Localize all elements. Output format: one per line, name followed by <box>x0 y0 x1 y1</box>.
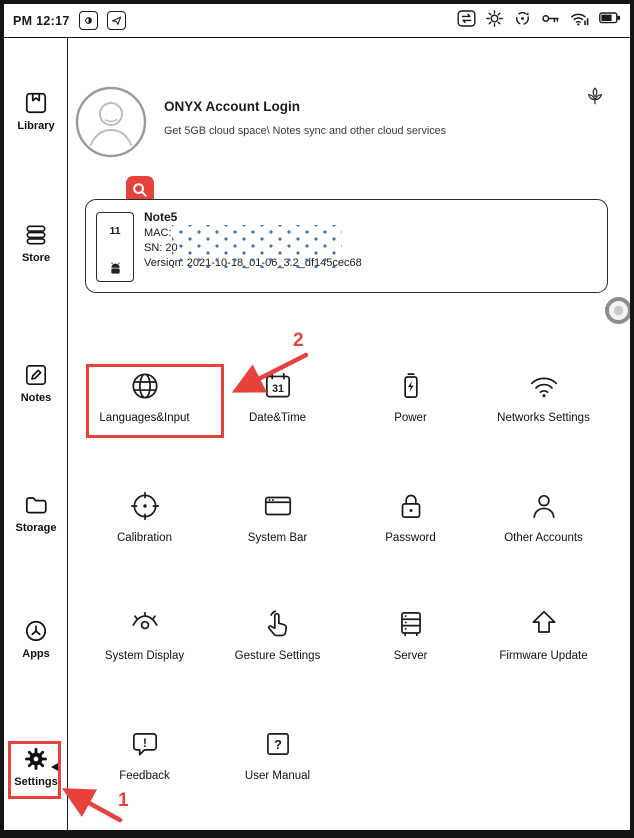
device-details: Note5 MAC: SN: 20 Version: 2021-10-18_01… <box>144 209 362 271</box>
device-thumbnail: 11 <box>96 212 134 282</box>
settings-active-indicator <box>51 762 60 772</box>
wifi-icon <box>530 377 557 398</box>
calibration-target-icon <box>130 491 159 521</box>
auto-refresh-icon <box>513 9 532 33</box>
account-subtitle: Get 5GB cloud space\ Notes sync and othe… <box>164 125 447 137</box>
annotation-arrow-1 <box>61 788 123 823</box>
grid-item-power[interactable]: Power <box>344 369 477 424</box>
grid-item-other-accounts[interactable]: Other Accounts <box>477 489 610 544</box>
grid-item-password[interactable]: Password <box>344 489 477 544</box>
device-sn: SN: 20 <box>144 242 178 254</box>
floating-nav-ball[interactable] <box>605 297 630 324</box>
grid-item-label: User Manual <box>244 770 311 782</box>
svg-text:!: ! <box>143 737 147 750</box>
grid-item-date-time[interactable]: 31 Date&Time <box>211 369 344 424</box>
grid-row-1: Languages&Input 31 Date&Time Power Netw <box>78 369 610 424</box>
annotation-step-1: 1 <box>118 790 129 811</box>
grid-item-networks-settings[interactable]: Networks Settings <box>477 369 610 424</box>
paper-plane-icon <box>111 16 121 25</box>
grid-item-label: Languages&Input <box>99 412 190 424</box>
sidebar-item-apps[interactable]: Apps <box>4 618 68 660</box>
grid-item-label: Power <box>394 412 427 424</box>
plant-icon <box>587 87 603 105</box>
sidebar-item-label: Settings <box>14 776 58 788</box>
calendar-icon: 31 <box>265 372 290 398</box>
grid-item-label: Feedback <box>119 770 170 782</box>
grid-item-label: Other Accounts <box>504 532 583 544</box>
grid-item-user-manual[interactable]: ? User Manual <box>211 727 344 782</box>
feedback-bubble-icon: ! <box>132 733 157 756</box>
grid-item-label: Firmware Update <box>499 650 588 662</box>
manual-question-icon: ? <box>266 733 289 755</box>
gesture-hand-icon <box>267 610 287 637</box>
arrow-up-icon <box>532 610 555 633</box>
svg-text:?: ? <box>274 737 282 752</box>
lock-icon <box>401 494 420 519</box>
library-icon <box>25 92 47 114</box>
refresh-mode-button[interactable] <box>78 11 98 30</box>
sidebar-item-store[interactable]: Store <box>4 222 68 264</box>
device-version: Version: 2021-10-18_01-06_3.2_df145cec68 <box>144 257 362 269</box>
grid-item-label: System Display <box>104 650 185 662</box>
sidebar-item-notes[interactable]: Notes <box>4 362 68 404</box>
grid-item-label: System Bar <box>247 532 308 544</box>
grid-item-label: Server <box>393 650 428 662</box>
navigation-ball-button[interactable] <box>106 11 126 30</box>
grid-item-server[interactable]: Server <box>344 607 477 662</box>
device-info-card[interactable]: 11 Note5 MAC: SN: 20 Version: 2021-10-18… <box>85 199 608 293</box>
sidebar-item-label: Notes <box>20 392 52 404</box>
grid-item-label: Calibration <box>117 532 172 544</box>
wifi-status-icon <box>569 9 590 33</box>
status-bar: PM 12:17 <box>4 4 630 38</box>
device-name: Note5 <box>144 210 178 224</box>
grid-item-languages-input[interactable]: Languages&Input <box>78 369 211 424</box>
grid-row-3: System Display Gesture Settings Server <box>78 607 610 662</box>
server-icon <box>400 611 421 637</box>
sidebar-nav: Library Store Notes Storage <box>4 38 68 830</box>
grid-item-label: Password <box>385 532 436 544</box>
grid-row-4: ! Feedback ? User Manual <box>78 727 610 782</box>
gear-icon <box>25 748 47 770</box>
vpn-key-icon <box>541 9 560 33</box>
apps-icon <box>25 620 47 642</box>
notes-icon <box>25 364 47 386</box>
store-icon <box>26 225 46 245</box>
annotation-step-2: 2 <box>293 330 304 351</box>
android-icon <box>110 262 120 274</box>
grid-row-2: Calibration System Bar Password <box>78 489 610 544</box>
account-title: ONYX Account Login <box>164 99 300 114</box>
grid-item-gesture-settings[interactable]: Gesture Settings <box>211 607 344 662</box>
clock-text: PM 12:17 <box>13 13 70 28</box>
sidebar-item-library[interactable]: Library <box>4 90 68 132</box>
grid-item-label: Gesture Settings <box>234 650 321 662</box>
device-mac: MAC: <box>144 227 172 239</box>
avatar[interactable] <box>75 86 147 158</box>
grid-item-feedback[interactable]: ! Feedback <box>78 727 211 782</box>
grid-item-firmware-update[interactable]: Firmware Update <box>477 607 610 662</box>
sidebar-item-label: Library <box>17 120 55 132</box>
grid-item-label: Date&Time <box>248 412 307 424</box>
eye-icon <box>131 611 158 630</box>
sync-mode-icon <box>457 9 476 33</box>
sidebar-item-storage[interactable]: Storage <box>4 492 68 534</box>
brightness-icon <box>485 9 504 33</box>
grid-item-calibration[interactable]: Calibration <box>78 489 211 544</box>
battery-icon <box>599 11 621 30</box>
device-thumb-badge: 11 <box>109 225 121 237</box>
globe-icon <box>131 373 158 399</box>
sidebar-item-label: Apps <box>22 648 50 660</box>
folder-icon <box>25 497 47 514</box>
sidebar-item-label: Store <box>21 252 51 264</box>
grid-item-system-bar[interactable]: System Bar <box>211 489 344 544</box>
grid-item-label: Networks Settings <box>497 412 590 424</box>
grid-item-system-display[interactable]: System Display <box>78 607 211 662</box>
window-bar-icon <box>264 496 291 516</box>
battery-power-icon <box>403 373 418 399</box>
sidebar-item-settings[interactable]: Settings <box>4 746 68 788</box>
svg-text:31: 31 <box>272 383 284 395</box>
contrast-icon <box>84 17 92 24</box>
sidebar-item-label: Storage <box>15 522 57 534</box>
person-icon <box>532 494 555 519</box>
